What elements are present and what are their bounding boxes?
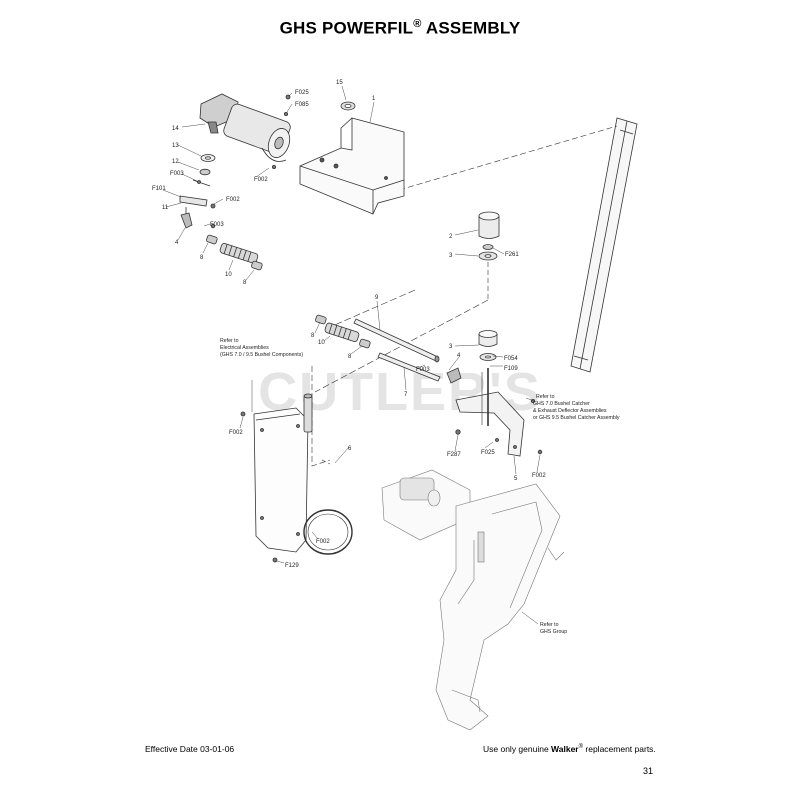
- callout-8: 8: [243, 280, 247, 286]
- rail-part: [570, 117, 638, 373]
- washer-part: [482, 244, 494, 250]
- svg-text:Refer to: Refer to: [536, 394, 555, 400]
- callout-f002: F002: [316, 539, 330, 545]
- ghs-assembly-part: [381, 469, 565, 731]
- callout-f025: F025: [481, 450, 495, 456]
- callout-5: 5: [514, 476, 518, 482]
- svg-text:Electrical Assemblies: Electrical Assemblies: [220, 345, 269, 351]
- callout-f129: F129: [285, 563, 299, 569]
- arm-bracket-part: [455, 368, 525, 457]
- svg-text:(GHS 7.0 / 9.5 Bushel Componen: (GHS 7.0 / 9.5 Bushel Components): [220, 352, 303, 358]
- callout-11: 11: [162, 205, 169, 211]
- callout-4: 4: [175, 240, 179, 246]
- rod-part: [377, 352, 441, 382]
- callout-f002: F002: [254, 177, 268, 183]
- bolt-part: [240, 411, 246, 417]
- note-catcher: Refer to GHS 7.0 Bushel Catcher & Exhaus…: [533, 394, 620, 421]
- callout-f002: F002: [226, 197, 240, 203]
- spacer-part: [206, 234, 218, 245]
- callout-8: 8: [200, 255, 204, 261]
- callout-8: 8: [311, 333, 315, 339]
- callout-3: 3: [449, 344, 453, 350]
- ball-joint-part: [180, 212, 193, 229]
- page-title: GHS POWERFIL® ASSEMBLY: [279, 18, 521, 38]
- callout-9: 9: [375, 295, 379, 301]
- callout-f085: F085: [295, 102, 309, 108]
- callout-f003: F003: [416, 367, 430, 373]
- svg-text:Refer to: Refer to: [540, 622, 559, 628]
- callout-f003: F003: [210, 222, 224, 228]
- callout-f109: F109: [504, 366, 518, 372]
- spring-part: [219, 243, 259, 264]
- bushing-part: [478, 211, 500, 239]
- callout-7: 7: [404, 392, 408, 398]
- callout-f025: F025: [295, 90, 309, 96]
- link-arm-part: [179, 195, 208, 207]
- callout-f101: F101: [152, 186, 166, 192]
- svg-text:Refer to: Refer to: [220, 338, 239, 344]
- note-ghs: Refer to GHS Group: [540, 622, 567, 635]
- callout-f054: F054: [504, 356, 518, 362]
- svg-text:GHS 7.0 Bushel Catcher: GHS 7.0 Bushel Catcher: [533, 401, 590, 407]
- callout-6: 6: [348, 446, 352, 452]
- callout-f003: F003: [170, 171, 184, 177]
- svg-text:GHS Group: GHS Group: [540, 629, 567, 635]
- spacer-part: [359, 338, 371, 349]
- callout-f287: F287: [447, 452, 461, 458]
- genuine-parts-notice: Use only genuine Walker® replacement par…: [483, 744, 656, 754]
- callout-f002: F002: [229, 430, 243, 436]
- spring-part: [324, 322, 360, 342]
- note-electrical: Refer to Electrical Assemblies (GHS 7.0 …: [220, 338, 303, 358]
- callout-12: 12: [172, 159, 179, 165]
- spacer-part: [251, 260, 263, 271]
- effective-date: Effective Date 03-01-06: [145, 744, 235, 754]
- callout-15: 15: [336, 80, 343, 86]
- bolt-part: [455, 429, 461, 435]
- spacer-part: [315, 314, 327, 325]
- callout-14: 14: [172, 126, 179, 132]
- callout-10: 10: [225, 272, 232, 278]
- callout-13: 13: [172, 143, 179, 149]
- svg-text:or GHS 9.5 Bushel Catcher Asse: or GHS 9.5 Bushel Catcher Assembly: [533, 415, 620, 421]
- panel-part: [253, 393, 353, 555]
- callout-1: 1: [372, 96, 376, 102]
- motor-part: [199, 93, 291, 162]
- callout-8: 8: [348, 354, 352, 360]
- callout-f261: F261: [505, 252, 519, 258]
- callout-10: 10: [318, 340, 325, 346]
- svg-text:& Exhaust Deflector Assemblies: & Exhaust Deflector Assemblies: [533, 408, 607, 414]
- callout-4: 4: [457, 353, 461, 359]
- callout-f002: F002: [532, 473, 546, 479]
- ball-joint-part: [446, 367, 462, 384]
- page-number: 31: [643, 766, 654, 776]
- washer-part: [199, 168, 211, 176]
- bracket-part: [299, 117, 405, 215]
- callout-2: 2: [449, 234, 453, 240]
- callout-3: 3: [449, 253, 453, 259]
